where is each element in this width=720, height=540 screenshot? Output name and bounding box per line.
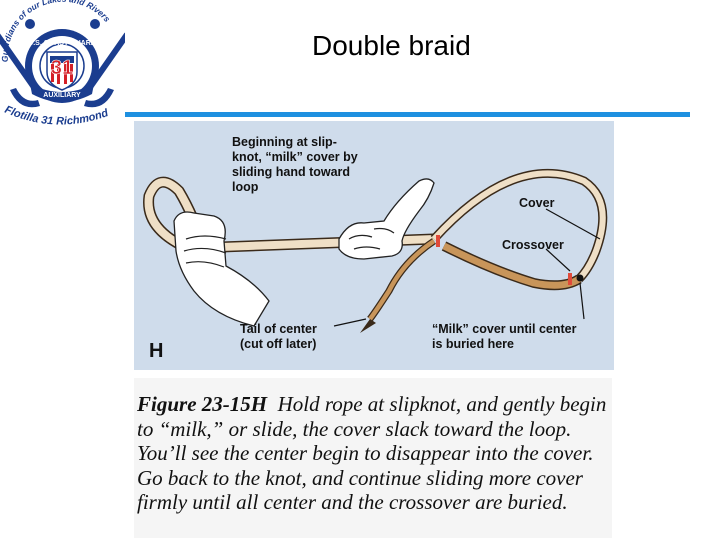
seal-banner-text: AUXILIARY bbox=[43, 92, 81, 99]
right-hand bbox=[338, 178, 435, 260]
rope-illustration: Beginning at slip-knot, “milk” cover by … bbox=[134, 121, 614, 370]
slide-title: Double braid bbox=[312, 30, 471, 61]
callout-milk: “Milk” cover until center is buried here bbox=[432, 322, 577, 351]
figure-caption: Figure 23-15H Hold rope at slipknot, and… bbox=[137, 392, 609, 515]
rope-drawing bbox=[143, 168, 608, 333]
callout-crossover: Crossover bbox=[502, 238, 564, 252]
accent-bar bbox=[125, 112, 690, 117]
rope-center-section bbox=[442, 242, 581, 289]
callout-cover: Cover bbox=[519, 196, 555, 210]
seal-number: 31 bbox=[51, 57, 73, 79]
left-hand bbox=[173, 211, 270, 327]
rope-cover-curve bbox=[431, 170, 606, 282]
panel-letter: H bbox=[149, 340, 164, 362]
caption-figure-label: Figure 23-15H bbox=[137, 392, 268, 416]
crossover-mark bbox=[436, 235, 440, 247]
callout-beginning: Beginning at slip-knot, “milk” cover by … bbox=[232, 135, 358, 194]
seal-ring-text: U.S. COAST GUARD bbox=[28, 40, 96, 47]
figure-caption-box: Figure 23-15H Hold rope at slipknot, and… bbox=[134, 378, 612, 538]
rope-center-tail bbox=[368, 239, 436, 321]
crossover-mark-2 bbox=[568, 273, 572, 285]
flotilla-logo: 31 AUXILIARY U.S. COAST GUARD Guardians … bbox=[0, 0, 130, 130]
callout-tail: Tail of center (cut off later) bbox=[240, 322, 317, 351]
svg-text:Flotilla 31 Richmond: Flotilla 31 Richmond bbox=[3, 104, 110, 128]
caption-text: Hold rope at slipknot, and gently begin … bbox=[137, 392, 607, 514]
logo-bottom-text: Flotilla 31 Richmond bbox=[3, 104, 110, 128]
